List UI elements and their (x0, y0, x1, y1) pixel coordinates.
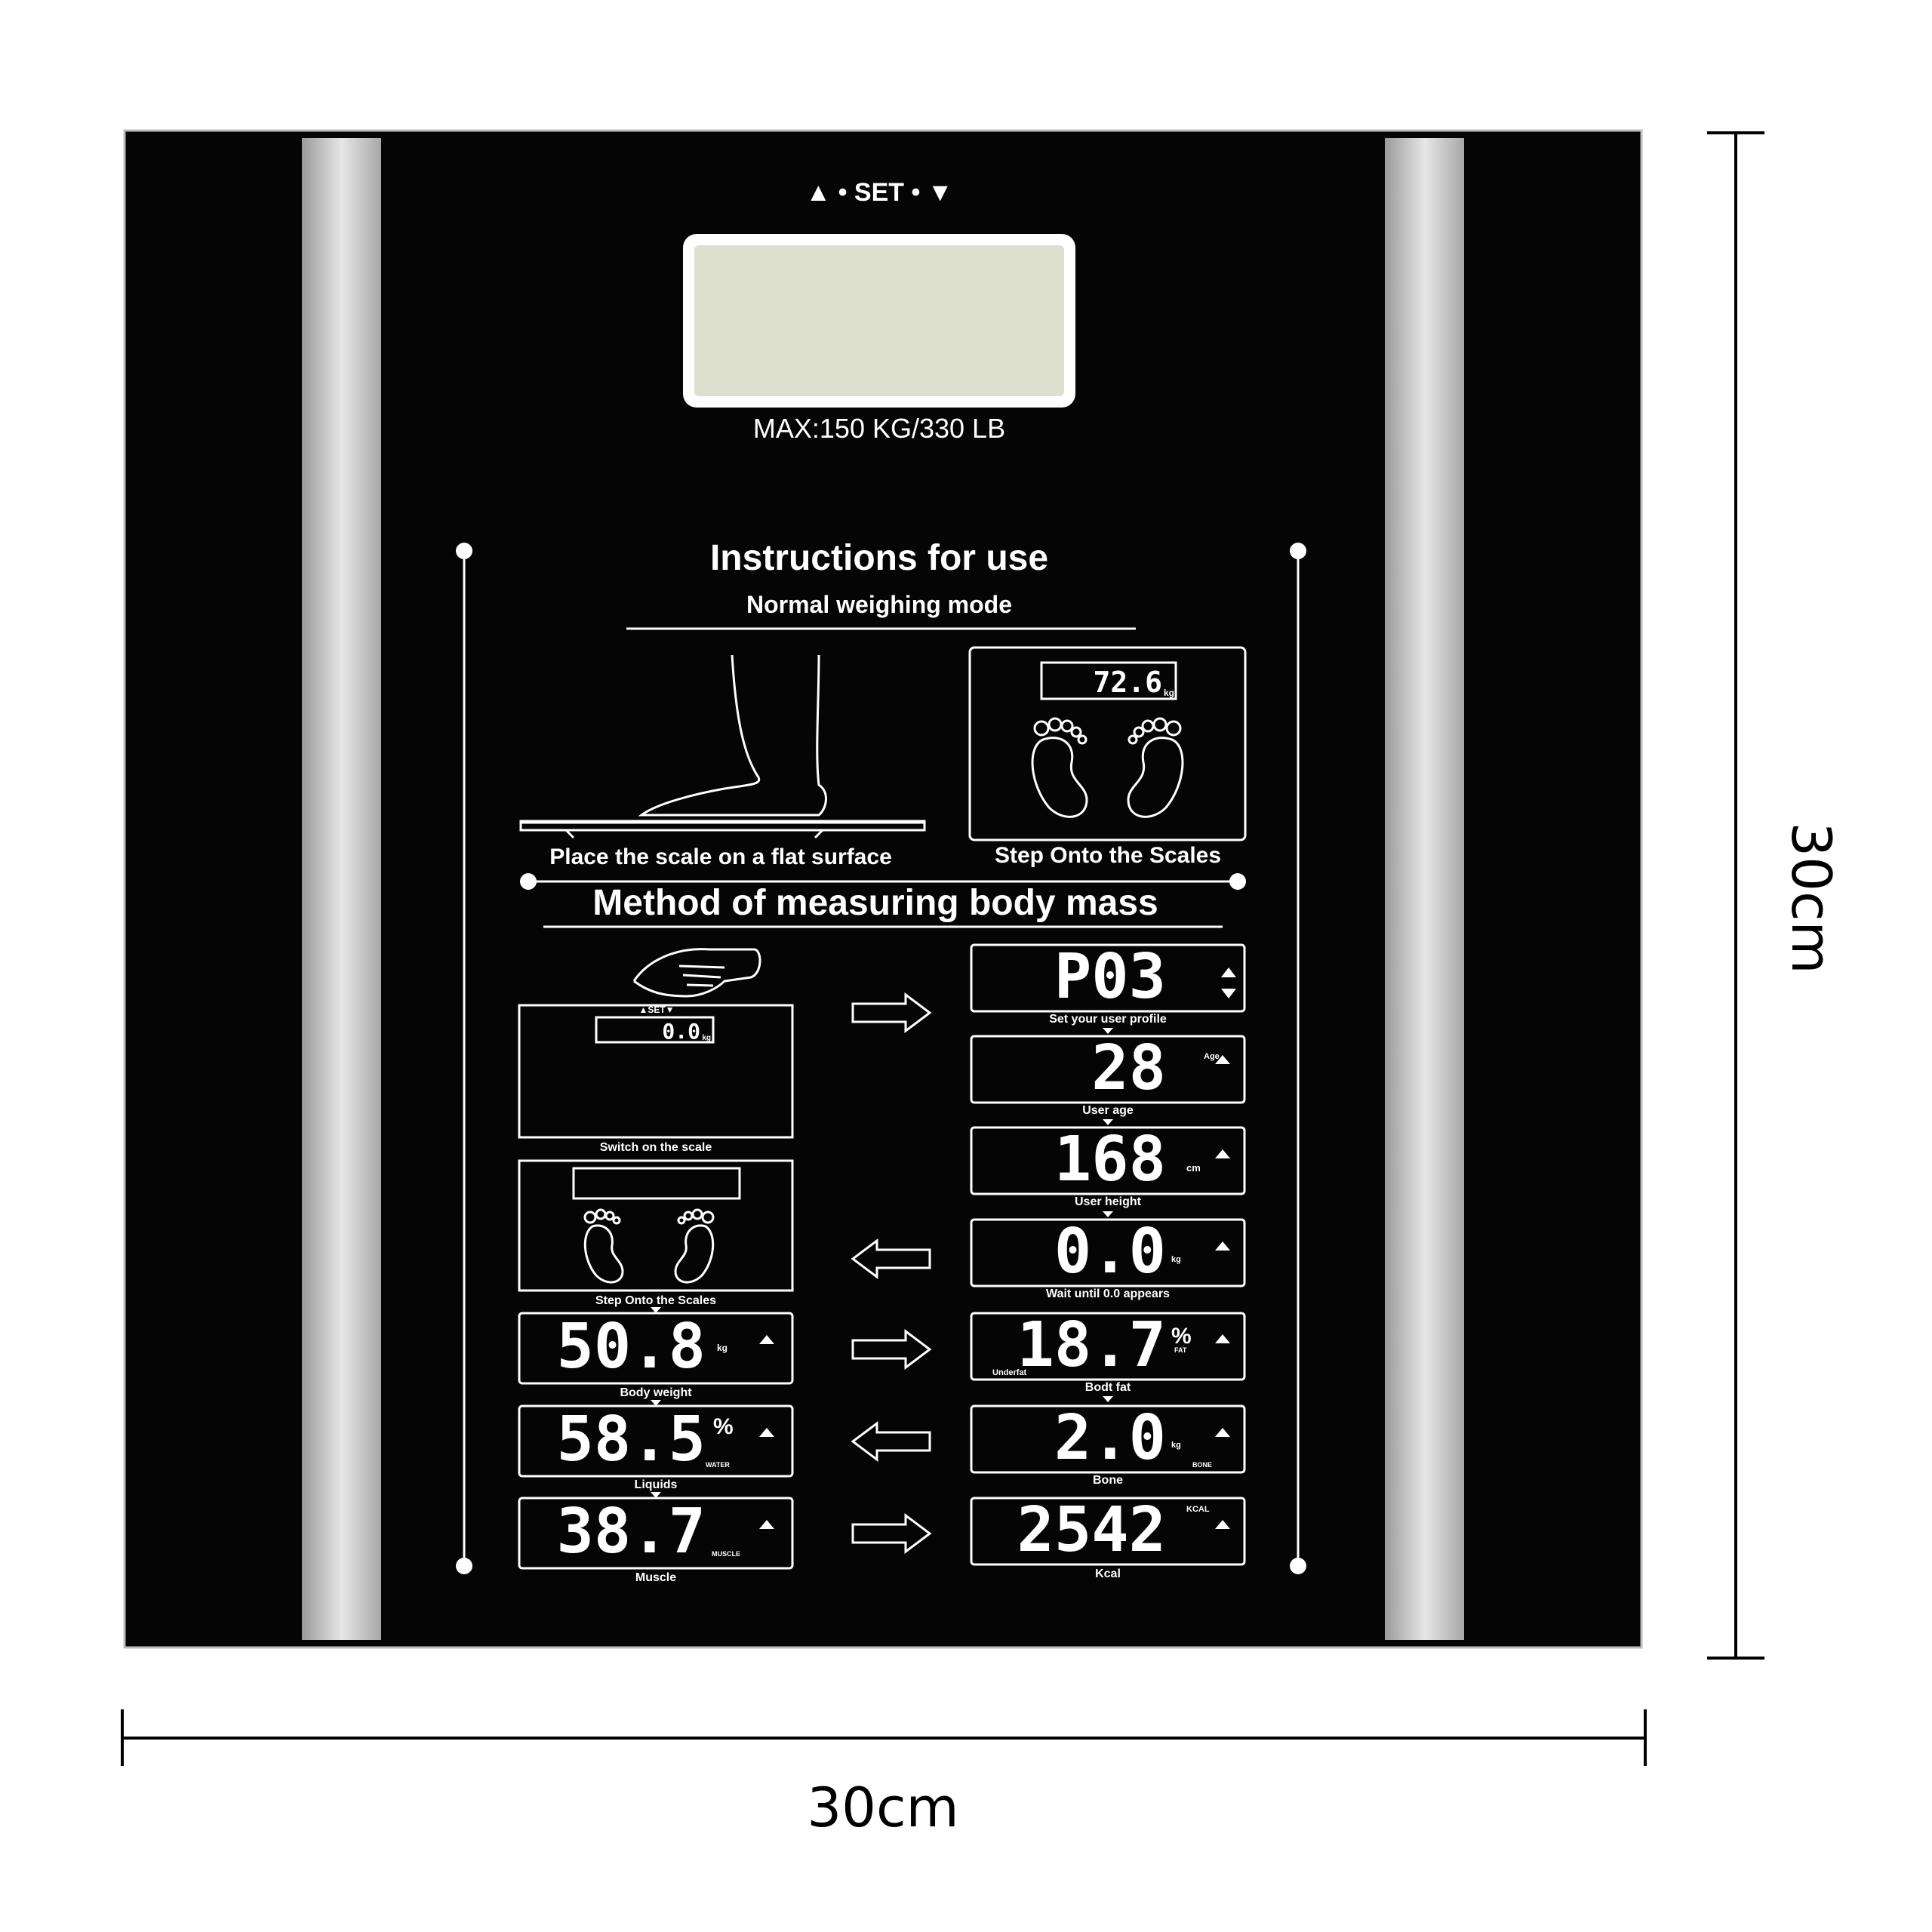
right-display-4-value: 0.0 (1054, 1216, 1166, 1287)
set-button-label: ▲SET▼ (638, 1004, 674, 1015)
left-electrode-strip (302, 138, 381, 1640)
instructions-subtitle: Normal weighing mode (746, 591, 1012, 618)
step2-lcd-value: 72.6 (1093, 666, 1162, 699)
right-caption-4: Wait until 0.0 appears (1046, 1287, 1170, 1300)
method-title: Method of measuring body mass (592, 883, 1158, 923)
right-display-7-value: 2542 (1017, 1494, 1166, 1566)
left-caption-1: Switch on the scale (600, 1141, 712, 1154)
right-display-5-value: 18.7 (1017, 1309, 1166, 1381)
left-display-4-sub: WATER (706, 1461, 730, 1469)
right-flow-arrows (1103, 1028, 1113, 1402)
left-feet-icon (583, 1208, 715, 1284)
right-display-6-value: 2.0 (1054, 1402, 1166, 1474)
flow-arrow-right-3 (851, 1513, 932, 1554)
left-display-1-lcd (595, 1016, 715, 1044)
right-display-6-unit: kg (1171, 1441, 1181, 1450)
left-flow-arrows (651, 1307, 661, 1498)
width-dimension-line (121, 1709, 1647, 1766)
right-display-2-unit: Age (1204, 1052, 1220, 1061)
left-display-5-value: 38.7 (557, 1496, 706, 1567)
right-display-7 (970, 1497, 1246, 1566)
step1-caption: Place the scale on a flat surface (549, 844, 892, 869)
right-display-5-sub: FAT (1174, 1346, 1187, 1354)
instructions-title: Instructions for use (710, 538, 1048, 578)
left-display-1 (518, 1004, 794, 1139)
left-rail (456, 543, 472, 1574)
left-display-4-value: 58.5 (557, 1404, 706, 1475)
left-caption-4: Liquids (635, 1478, 678, 1491)
right-display-3-unit: cm (1186, 1162, 1201, 1174)
right-display-6-sub: BONE (1192, 1461, 1212, 1469)
left-caption-2: Step Onto the Scales (595, 1294, 716, 1307)
lcd-display-screen (694, 245, 1064, 396)
flow-arrow-right-2 (851, 1329, 932, 1370)
step2-scale-outline (968, 646, 1247, 841)
right-display-1 (970, 943, 1246, 1013)
right-display-2-value: 28 (1091, 1032, 1166, 1104)
right-display-3 (970, 1126, 1246, 1195)
left-display-3-value: 50.8 (557, 1311, 706, 1383)
right-display-2 (970, 1035, 1246, 1104)
step2-caption: Step Onto the Scales (995, 843, 1221, 868)
feet-icon (1031, 717, 1184, 818)
leg-on-scale-icon (519, 654, 926, 839)
left-display-2 (518, 1159, 794, 1292)
set-buttons-label[interactable]: ▲ • SET • ▼ (805, 178, 952, 207)
right-display-6 (970, 1404, 1246, 1474)
left-display-1-value: 0.0 (662, 1019, 700, 1044)
left-display-3-unit: kg (717, 1343, 728, 1353)
right-display-5 (970, 1312, 1246, 1381)
height-dimension-line (1707, 131, 1764, 1660)
hand-pressing-icon (632, 948, 761, 998)
flow-arrow-left-1 (851, 1238, 931, 1279)
right-display-7-unit: KCAL (1186, 1505, 1210, 1514)
step2-mini-lcd (1040, 661, 1177, 700)
left-display-2-lcd (572, 1167, 741, 1200)
left-display-5-sub: MUSCLE (712, 1550, 740, 1558)
right-display-5-unit: % (1171, 1324, 1192, 1349)
flow-arrow-right-1 (851, 992, 932, 1033)
method-divider (520, 873, 1246, 890)
display-arrow-icons (759, 968, 1236, 1529)
right-display-4 (970, 1218, 1246, 1287)
right-display-3-value: 168 (1054, 1124, 1166, 1195)
step2-lcd-unit: kg (1164, 688, 1174, 698)
right-caption-6: Bone (1093, 1474, 1123, 1487)
left-caption-5: Muscle (635, 1571, 676, 1584)
right-caption-7: Kcal (1095, 1567, 1121, 1580)
left-display-4-unit: % (713, 1414, 734, 1439)
right-electrode-strip (1385, 138, 1464, 1640)
right-display-1-value: P03 (1054, 941, 1166, 1013)
flow-arrow-left-2 (851, 1421, 931, 1462)
right-caption-2: User age (1082, 1104, 1134, 1117)
right-caption-1: Set your user profile (1049, 1013, 1167, 1026)
width-dimension-label: 30cm (807, 1776, 958, 1839)
height-dimension-label: 30cm (1780, 822, 1843, 974)
right-display-5-note: Underfat (992, 1368, 1027, 1377)
max-capacity-label: MAX:150 KG/330 LB (753, 413, 1005, 444)
right-rail (1290, 543, 1306, 1574)
right-display-4-unit: kg (1171, 1255, 1181, 1264)
left-caption-3: Body weight (620, 1386, 692, 1399)
right-caption-3: User height (1075, 1195, 1142, 1208)
left-display-1-unit: kg (702, 1034, 711, 1042)
right-caption-5: Bodt fat (1085, 1381, 1131, 1394)
